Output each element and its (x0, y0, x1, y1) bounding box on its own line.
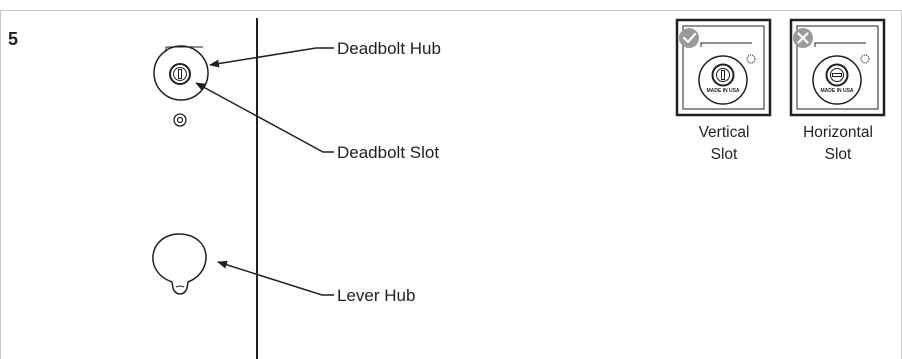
deadbolt-hub-illustration (153, 45, 209, 101)
arrow-deadbolt-hub (209, 47, 334, 68)
caption-vertical-line1: Vertical (699, 124, 750, 141)
label-lever-hub: Lever Hub (337, 286, 415, 305)
label-deadbolt-slot: Deadbolt Slot (337, 143, 439, 162)
label-deadbolt-hub: Deadbolt Hub (337, 39, 441, 58)
lever-hub-illustration (152, 233, 207, 295)
arrow-deadbolt-slot (195, 82, 334, 153)
x-icon (793, 28, 813, 48)
step-number: 5 (8, 29, 18, 49)
check-icon (679, 28, 699, 48)
caption-horizontal-line2: Slot (825, 146, 852, 163)
caption-horizontal-line1: Horizontal (803, 124, 873, 141)
example-vertical-slot: MADE IN USA (675, 18, 772, 117)
screw-hole (173, 113, 187, 127)
caption-vertical-line2: Slot (711, 146, 738, 163)
example-horizontal-slot: MADE IN USA (789, 18, 886, 117)
arrow-lever-hub (217, 260, 334, 296)
stamp-text-horizontal: MADE IN USA (820, 88, 853, 94)
stamp-text-vertical: MADE IN USA (706, 88, 739, 94)
deadbolt-slot-shape (178, 69, 182, 79)
